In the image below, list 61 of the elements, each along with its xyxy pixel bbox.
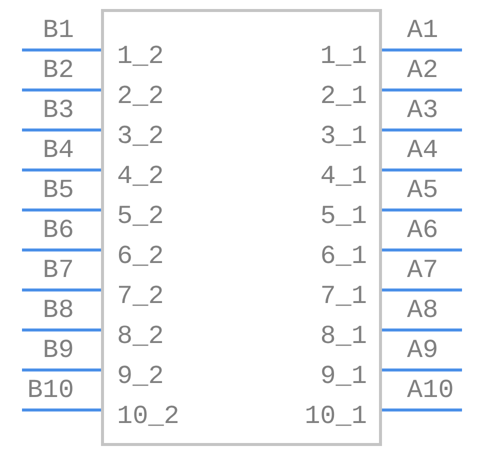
- pin-line: [382, 288, 462, 292]
- pin-name: A9: [407, 336, 438, 364]
- pin-name: B6: [42, 216, 74, 244]
- pin-number: 1_2: [117, 42, 164, 70]
- pin-number: 5_2: [117, 202, 164, 230]
- pin-name: A4: [407, 136, 438, 164]
- pin-name: A10: [407, 376, 454, 404]
- pin-line: [382, 88, 462, 92]
- pin-name: B9: [42, 336, 74, 364]
- pin-line: [382, 408, 462, 412]
- pin-number: 1_1: [320, 42, 367, 70]
- pin-line: [382, 168, 462, 172]
- pin-line: [22, 408, 101, 412]
- pin-number: 3_1: [320, 122, 367, 150]
- pin-line: [382, 48, 462, 52]
- pin-number: 3_2: [117, 122, 164, 150]
- pin-number: 9_1: [320, 362, 367, 390]
- pin-number: 10_2: [117, 402, 180, 430]
- pin-number: 6_1: [320, 242, 367, 270]
- pin-line: [382, 368, 462, 372]
- pin-number: 4_2: [117, 162, 164, 190]
- pin-number: 7_2: [117, 282, 164, 310]
- pin-line: [382, 208, 462, 212]
- pin-name: B3: [42, 96, 74, 124]
- pin-number: 2_1: [320, 82, 367, 110]
- pin-line: [382, 328, 462, 332]
- pin-line: [382, 248, 462, 252]
- component-body: [101, 9, 382, 446]
- pin-number: 7_1: [320, 282, 367, 310]
- pin-number: 8_2: [117, 322, 164, 350]
- pin-number: 5_1: [320, 202, 367, 230]
- pin-name: A8: [407, 296, 438, 324]
- pin-name: B1: [42, 16, 74, 44]
- pin-line: [22, 328, 101, 332]
- pin-line: [22, 248, 101, 252]
- pin-name: B8: [42, 296, 74, 324]
- pin-name: A7: [407, 256, 438, 284]
- pin-name: B7: [42, 256, 74, 284]
- pin-number: 8_1: [320, 322, 367, 350]
- pin-name: A2: [407, 56, 438, 84]
- pin-name: A5: [407, 176, 438, 204]
- pin-line: [22, 168, 101, 172]
- pin-name: A6: [407, 216, 438, 244]
- pin-name: A1: [407, 16, 438, 44]
- pin-line: [382, 128, 462, 132]
- pin-name: B5: [42, 176, 74, 204]
- pin-line: [22, 48, 101, 52]
- pin-number: 10_1: [304, 402, 367, 430]
- pin-number: 2_2: [117, 82, 164, 110]
- pin-name: B4: [42, 136, 74, 164]
- pin-number: 6_2: [117, 242, 164, 270]
- pin-name: A3: [407, 96, 438, 124]
- pin-line: [22, 128, 101, 132]
- pin-name: B2: [42, 56, 74, 84]
- pin-name: B10: [27, 376, 74, 404]
- pin-line: [22, 368, 101, 372]
- pin-number: 4_1: [320, 162, 367, 190]
- pin-number: 9_2: [117, 362, 164, 390]
- pin-line: [22, 288, 101, 292]
- pin-line: [22, 88, 101, 92]
- pin-line: [22, 208, 101, 212]
